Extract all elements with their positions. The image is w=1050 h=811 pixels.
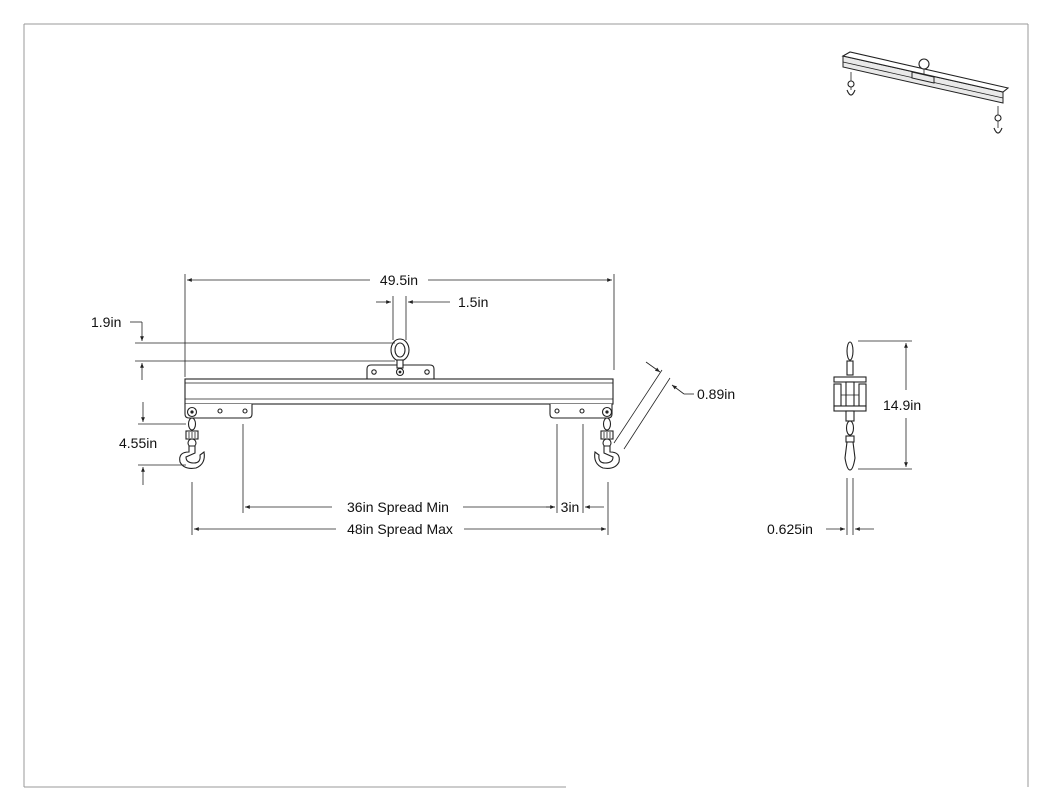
isometric-beam-icon: [841, 51, 1010, 134]
dimension-eye-offset: 1.5in: [376, 294, 488, 340]
eye-offset-label: 1.5in: [458, 294, 488, 310]
beam-front-view: [184, 338, 614, 419]
beam-side-view: [833, 341, 867, 471]
hole-pitch-label: 3in: [561, 499, 580, 515]
hook-drop-label: 4.55in: [119, 435, 157, 451]
lifting-hook-icon: [594, 406, 620, 469]
dimension-side-height: 14.9in: [858, 340, 921, 470]
eye-height-label: 1.9in: [91, 314, 121, 330]
side-thickness-label: 0.625in: [767, 521, 813, 537]
beam-section-label: 0.89in: [697, 386, 735, 402]
overall-length-label: 49.5in: [380, 272, 418, 288]
lifting-eye-icon: [390, 338, 410, 377]
dimension-side-thickness: 0.625in: [767, 478, 874, 537]
dimension-spread-max: 48in Spread Max: [191, 482, 609, 537]
drawing-frame: [23, 23, 1029, 788]
dimension-eye-height: 1.9in: [91, 314, 395, 380]
spread-min-label: 36in Spread Min: [347, 499, 449, 515]
dimension-hook-drop: 4.55in: [119, 402, 186, 485]
dimension-beam-section: 0.89in: [613, 361, 735, 450]
dimension-overall-length: 49.5in: [184, 272, 615, 377]
spread-max-label: 48in Spread Max: [347, 521, 453, 537]
lifting-hook-icon: [179, 406, 205, 469]
dimension-spread-min: 36in Spread Min 3in: [242, 424, 604, 515]
side-height-label: 14.9in: [883, 397, 921, 413]
